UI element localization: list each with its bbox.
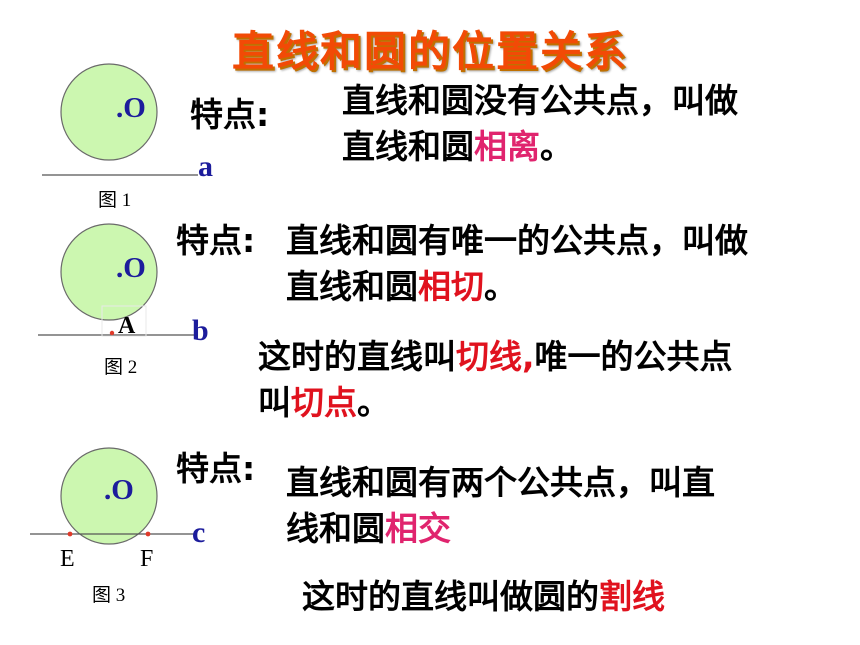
note2-suffix: 。	[357, 383, 390, 422]
section3-note: 这时的直线叫做圆的割线	[302, 574, 665, 619]
section1-line1: 直线和圆没有公共点，叫做	[342, 81, 738, 120]
circle-fig1	[60, 63, 158, 161]
term-tangent-point: 切点	[291, 383, 357, 422]
feature-label-3: 特点:	[176, 449, 256, 488]
section2-note-line2: 叫切点。	[258, 380, 390, 425]
section1-line2-suffix: 。	[540, 127, 573, 166]
point-label-a: A	[118, 313, 136, 339]
section3-line2: 线和圆相交	[286, 506, 451, 551]
note1-prefix: 这时的直线叫	[258, 337, 456, 376]
note3-prefix: 这时的直线叫做圆的	[302, 577, 599, 616]
line-label-b: b	[192, 314, 209, 347]
intersection-point-e	[67, 531, 73, 537]
circle-fig3	[60, 447, 158, 545]
feature-label-1: 特点:	[190, 95, 270, 134]
intersection-point-f	[145, 531, 151, 537]
note2-prefix: 叫	[258, 383, 291, 422]
term-tangent-line: 切线,	[456, 337, 535, 376]
section2-line2-suffix: 。	[484, 267, 517, 306]
center-label-fig2: .O	[116, 252, 146, 284]
point-label-e: E	[60, 546, 75, 572]
section2-note-line1: 这时的直线叫切线,唯一的公共点	[258, 334, 733, 379]
section1-line2: 直线和圆相离。	[342, 124, 573, 169]
section2-line1: 直线和圆有唯一的公共点，叫做	[286, 221, 748, 260]
note1-suffix: 唯一的公共点	[534, 337, 733, 376]
circle-fig2	[60, 223, 158, 321]
section3-line1: 直线和圆有两个公共点，叫直	[286, 463, 715, 502]
center-label-fig3: .O	[104, 474, 134, 506]
caption-fig2: 图 2	[104, 357, 138, 378]
line-label-c: c	[192, 516, 206, 549]
point-a-box	[101, 305, 147, 337]
term-separate: 相离	[474, 127, 540, 166]
section1-line2-prefix: 直线和圆	[342, 127, 474, 166]
page-title: 直线和圆的位置关系	[231, 27, 628, 76]
term-secant: 割线	[599, 577, 665, 616]
term-intersect: 相交	[385, 509, 451, 548]
line-label-a: a	[198, 150, 213, 183]
section2-line2: 直线和圆相切。	[286, 264, 517, 309]
tangent-point-a	[109, 330, 115, 336]
feature-label-2: 特点:	[176, 221, 256, 260]
term-tangent: 相切	[418, 267, 484, 306]
section3-line2-prefix: 线和圆	[286, 509, 385, 548]
section2-line2-prefix: 直线和圆	[286, 267, 418, 306]
caption-fig3: 图 3	[92, 585, 126, 606]
point-label-f: F	[140, 546, 154, 572]
caption-fig1: 图 1	[98, 190, 132, 211]
center-label-fig1: .O	[116, 92, 146, 124]
